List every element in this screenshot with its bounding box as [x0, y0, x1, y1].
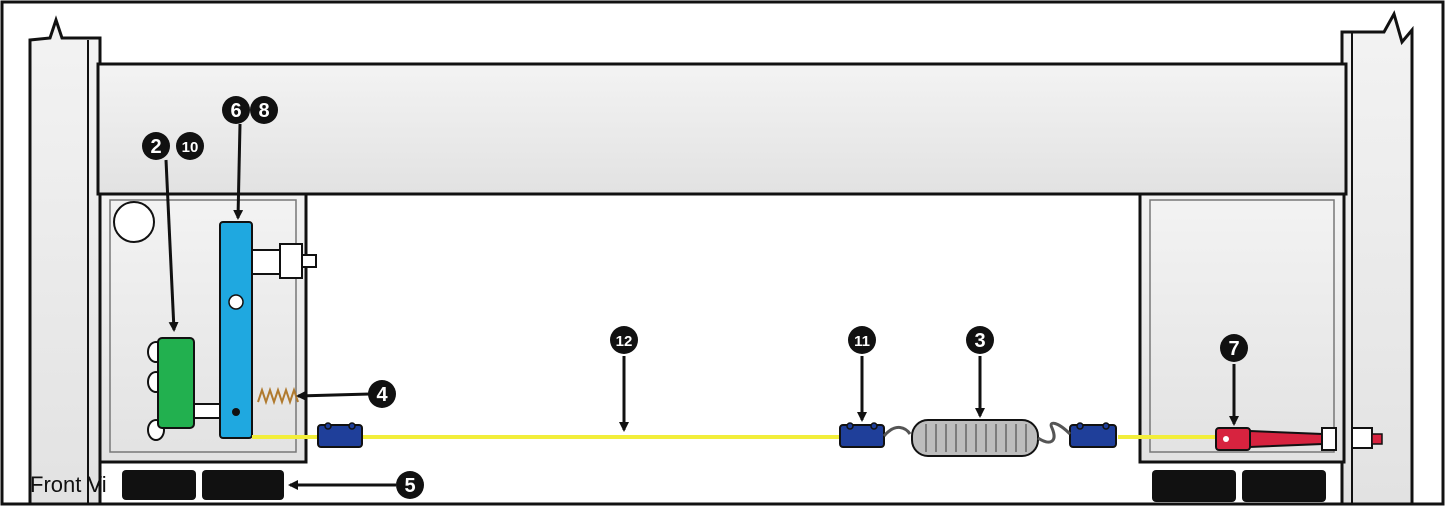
- callout-badge: 10: [176, 132, 204, 160]
- callout-badge: 6: [222, 96, 250, 124]
- right-post: [1340, 10, 1414, 506]
- callout-number: 11: [854, 333, 870, 350]
- right-box: [1138, 192, 1346, 464]
- left-post: [28, 15, 102, 506]
- callout-badge: 8: [250, 96, 278, 124]
- callout-number: 7: [1228, 338, 1239, 360]
- foot: [1242, 470, 1326, 502]
- cable-clip: [839, 422, 885, 448]
- top-beam: [96, 62, 1348, 196]
- small-spring: [257, 386, 299, 406]
- callout-number: 10: [182, 139, 199, 156]
- callout-number: 4: [376, 384, 388, 406]
- cable-clip: [317, 422, 363, 448]
- callout-badge: 12: [610, 326, 638, 354]
- callout-badge: 3: [966, 326, 994, 354]
- callout-badge: 7: [1220, 334, 1248, 362]
- callout-number: 8: [258, 100, 269, 122]
- leader-arrow: [296, 390, 371, 401]
- feet: [122, 470, 1326, 502]
- blue-bar: [219, 221, 317, 439]
- foot: [1152, 470, 1236, 502]
- callout-number: 12: [616, 333, 633, 350]
- callout-badge: 4: [368, 380, 396, 408]
- foot: [202, 470, 284, 500]
- callout-badge: 11: [848, 326, 876, 354]
- callout-number: 3: [974, 330, 985, 352]
- leader-arrow: [164, 159, 179, 332]
- foot: [122, 470, 196, 500]
- callout-badge: 2: [142, 132, 170, 160]
- cable-clip: [1069, 422, 1117, 448]
- leader-arrow: [233, 123, 244, 220]
- callout-number: 6: [230, 100, 241, 122]
- callout-number: 5: [404, 475, 415, 497]
- tension-spring: [882, 419, 1072, 457]
- green-block: [147, 337, 221, 441]
- left-control-box: [98, 192, 308, 464]
- callout-number: 2: [150, 136, 161, 158]
- view-caption: Front Vi: [30, 472, 107, 497]
- red-handle: [1215, 427, 1383, 451]
- callout-badge: 5: [396, 471, 424, 499]
- viewport-hole: [113, 201, 155, 243]
